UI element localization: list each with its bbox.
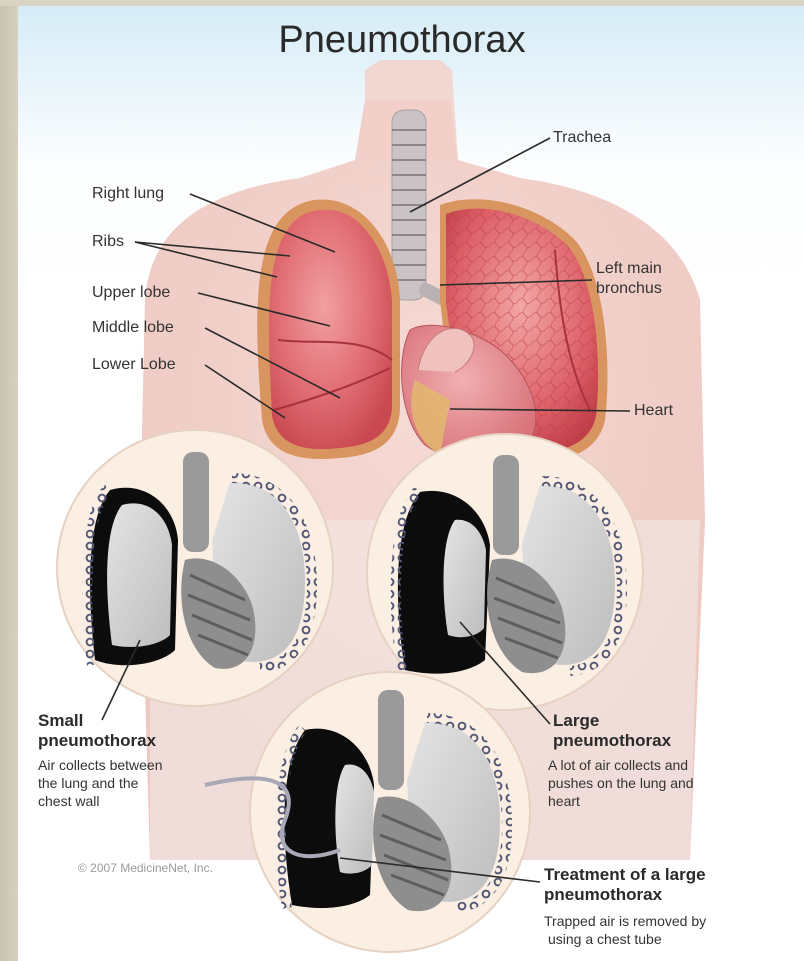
label-upper-lobe: Upper lobe (92, 284, 170, 301)
label-left-main-bronchus-2: bronchus (596, 280, 662, 297)
large-desc-1: A lot of air collects and (548, 757, 688, 773)
large-desc-3: heart (548, 793, 580, 809)
treatment-heading-1: Treatment of a large (544, 865, 706, 884)
treatment-heading-2: pneumothorax (544, 885, 663, 904)
label-left-main-bronchus-1: Left main (596, 260, 662, 277)
diagram-title: Pneumothorax (278, 19, 525, 61)
small-desc-2: the lung and the (38, 775, 139, 791)
large-pneumothorax-view (367, 434, 643, 710)
small-pneumothorax-view (57, 430, 333, 706)
label-trachea: Trachea (553, 129, 611, 146)
large-desc-2: pushes on the lung and (548, 775, 694, 791)
label-ribs: Ribs (92, 233, 124, 250)
label-heart: Heart (634, 402, 674, 419)
small-desc-1: Air collects between (38, 757, 163, 773)
small-desc-3: chest wall (38, 793, 99, 809)
label-right-lung: Right lung (92, 185, 164, 202)
large-heading-2: pneumothorax (553, 731, 672, 750)
treatment-desc-1: Trapped air is removed by (544, 913, 706, 929)
small-heading-2: pneumothorax (38, 731, 157, 750)
label-lower-lobe: Lower Lobe (92, 356, 176, 373)
small-heading-1: Small (38, 711, 83, 730)
label-middle-lobe: Middle lobe (92, 319, 174, 336)
large-heading-1: Large (553, 711, 599, 730)
treatment-desc-2: using a chest tube (548, 931, 662, 947)
right-lung (257, 200, 400, 459)
copyright-notice: © 2007 MedicineNet, Inc. (78, 861, 213, 875)
